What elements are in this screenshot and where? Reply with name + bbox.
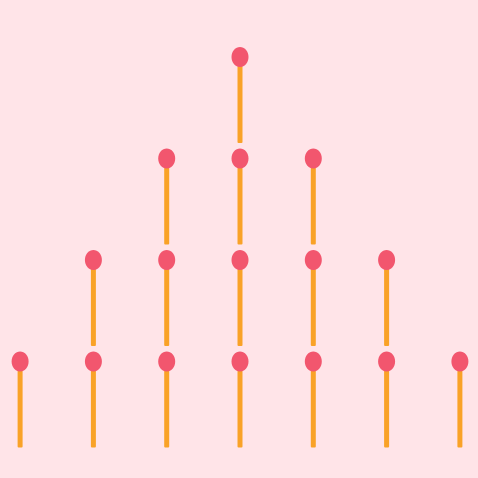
matchstick-stick xyxy=(457,363,463,448)
matchstick-stick xyxy=(164,363,170,448)
matchstick[interactable] xyxy=(231,250,249,346)
matchstick-stick xyxy=(384,363,390,448)
matchstick-head xyxy=(231,47,249,67)
matchstick-head xyxy=(158,148,176,169)
matchstick-stick xyxy=(310,363,316,448)
matchstick-stick xyxy=(237,363,243,448)
matchstick-stick xyxy=(237,59,243,143)
matchstick[interactable] xyxy=(84,250,102,346)
matchstick-head xyxy=(84,250,102,270)
matchstick-head xyxy=(378,250,396,270)
matchstick-head xyxy=(231,148,249,169)
matchstick-stick xyxy=(17,363,23,448)
matchstick-head xyxy=(304,250,322,270)
matchstick[interactable] xyxy=(84,351,102,448)
matchstick-stick xyxy=(310,262,316,346)
matchstick[interactable] xyxy=(304,351,322,448)
matchstick[interactable] xyxy=(378,351,396,448)
matchstick-head xyxy=(378,351,396,372)
matchstick-head xyxy=(158,351,176,372)
matchstick-head xyxy=(84,351,102,372)
matchstick[interactable] xyxy=(158,148,176,245)
matchstick[interactable] xyxy=(304,148,322,245)
matchstick-stick xyxy=(310,160,316,245)
matchstick-head xyxy=(11,351,29,372)
matchstick-head xyxy=(451,351,469,372)
matchstick-stick xyxy=(384,262,390,346)
matchstick[interactable] xyxy=(231,148,249,245)
matchstick-stick xyxy=(237,262,243,346)
matchstick-head xyxy=(231,351,249,372)
matchstick-head xyxy=(304,148,322,169)
matchstick[interactable] xyxy=(158,351,176,448)
matchstick[interactable] xyxy=(231,47,249,143)
matchstick[interactable] xyxy=(11,351,29,448)
matchstick[interactable] xyxy=(304,250,322,346)
matchstick-stick xyxy=(90,363,96,448)
matchstick-head xyxy=(158,250,176,270)
matchstick-stick xyxy=(164,262,170,346)
matchstick-head xyxy=(231,250,249,270)
matchstick[interactable] xyxy=(158,250,176,346)
matchstick-stick xyxy=(237,160,243,245)
matchstick[interactable] xyxy=(378,250,396,346)
matchstick[interactable] xyxy=(451,351,469,448)
matchstick-stick xyxy=(164,160,170,245)
matchstick-head xyxy=(304,351,322,372)
matchstick-stick xyxy=(90,262,96,346)
matchstick[interactable] xyxy=(231,351,249,448)
